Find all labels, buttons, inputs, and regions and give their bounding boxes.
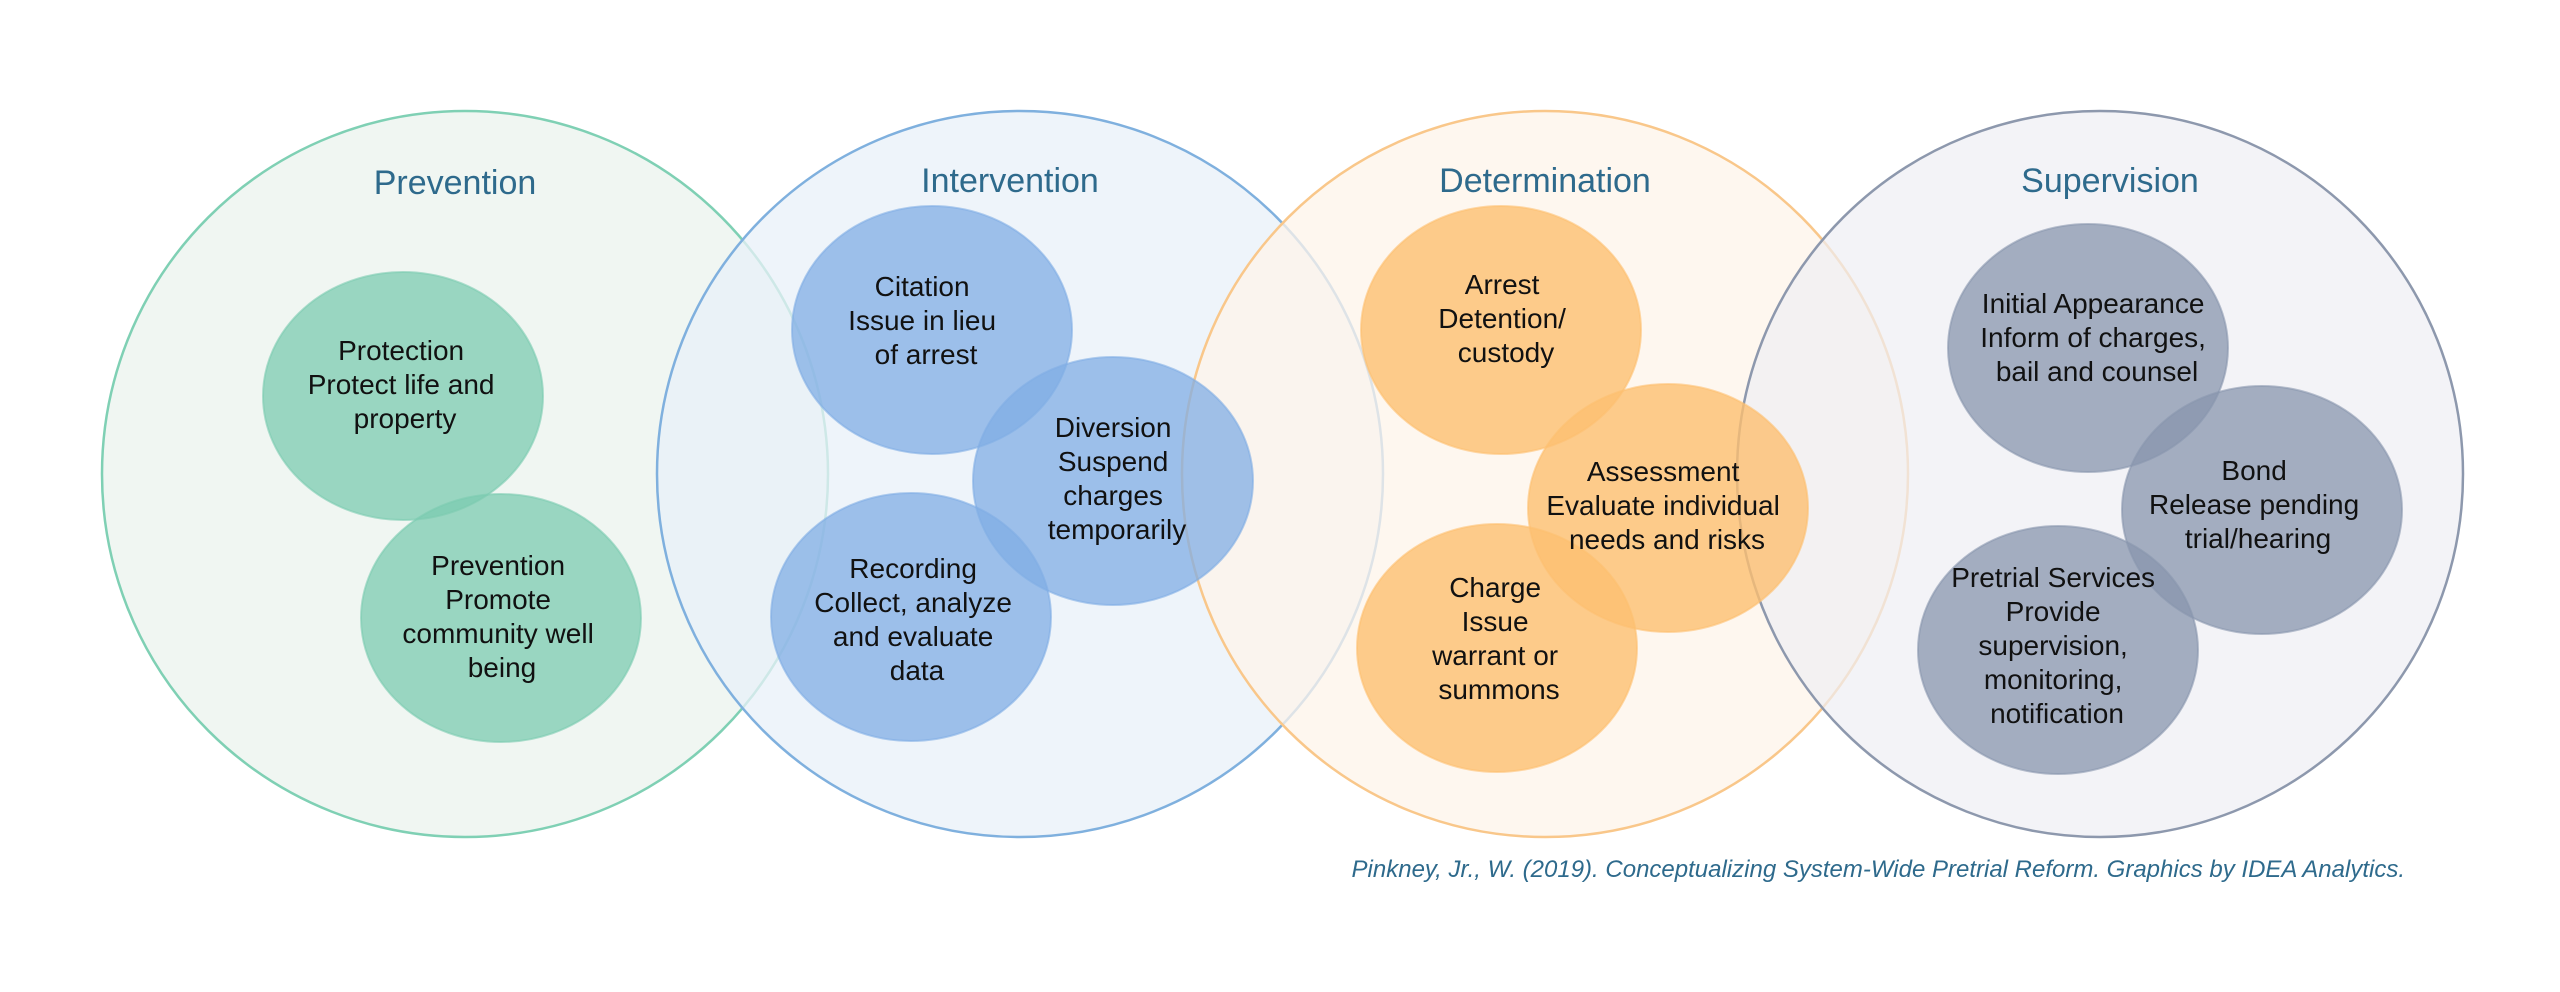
supervision-title: Supervision	[2021, 162, 2199, 200]
arrest-label: Arrest Detention/ custody	[1438, 269, 1573, 368]
recording-ellipse	[770, 492, 1052, 742]
protection-ellipse	[262, 271, 544, 521]
pretrial-services-label: Pretrial Services Provide supervision, m…	[1951, 562, 2163, 729]
bond-label: Bond Release pending trial/hearing	[2149, 455, 2367, 554]
protection-label: Protection Protect life and property	[308, 335, 503, 434]
charge-label: Charge Issue warrant or summons	[1431, 572, 1566, 705]
citation-label: Citation Issue in lieu of arrest	[848, 271, 1004, 370]
initial-appearance-label: Initial Appearance Inform of charges, ba…	[1980, 288, 2213, 387]
prevention-ellipse	[360, 493, 642, 743]
determination-title: Determination	[1439, 162, 1651, 200]
arrest-ellipse	[1360, 205, 1642, 455]
diversion-label: Diversion Suspend charges temporarily	[1048, 412, 1186, 545]
bond-ellipse	[2121, 385, 2403, 635]
prevention-title: Prevention	[374, 164, 537, 202]
charge-ellipse	[1356, 523, 1638, 773]
intervention-title: Intervention	[921, 162, 1099, 200]
recording-label: Recording Collect, analyze and evaluate …	[814, 553, 1019, 686]
prevention-label: Prevention Promote community well being	[402, 550, 601, 683]
citation-ellipse	[791, 205, 1073, 455]
initial-appearance-ellipse	[1947, 223, 2229, 473]
pretrial-services-ellipse	[1917, 525, 2199, 775]
assessment-label: Assessment Evaluate individual needs and…	[1546, 456, 1787, 555]
diversion-ellipse	[972, 356, 1254, 606]
citation-text: Pinkney, Jr., W. (2019). Conceptualizing…	[1352, 856, 2405, 883]
